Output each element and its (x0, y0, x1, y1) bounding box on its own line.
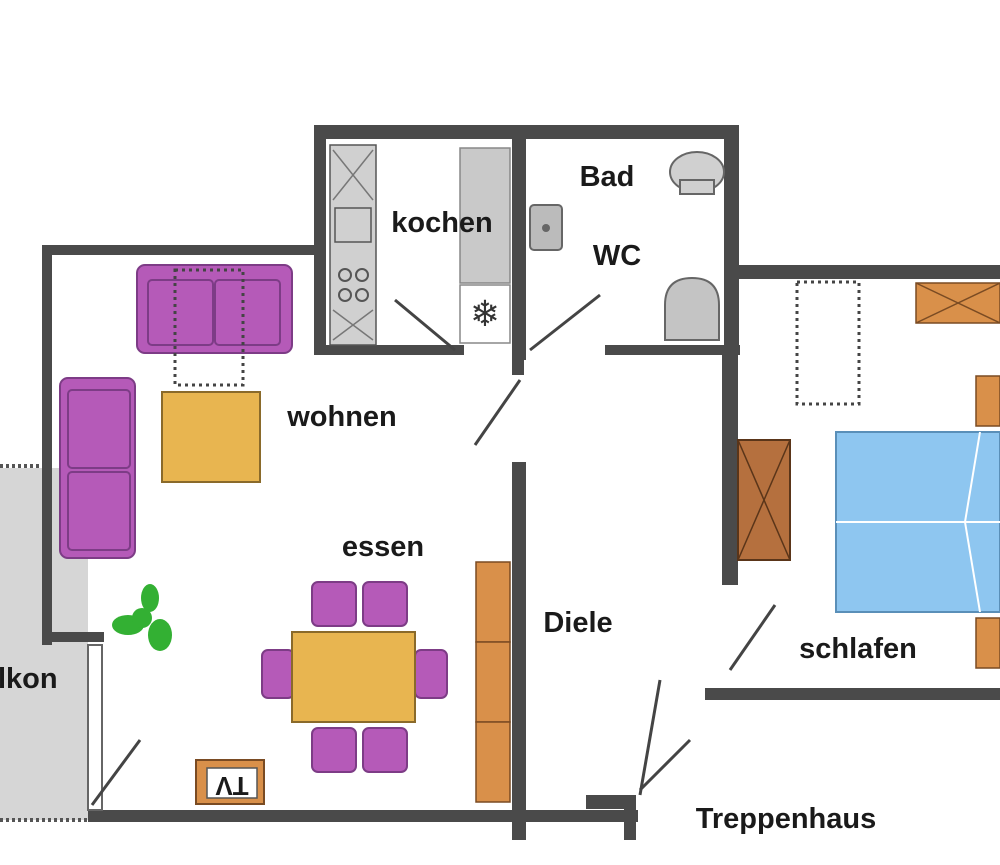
tv: TV (195, 759, 265, 805)
room-label-diele: Diele (543, 607, 612, 639)
kitchen-furniture: ❄ (329, 144, 511, 346)
shelf (475, 561, 511, 803)
room-label-bad: Bad (580, 161, 635, 193)
sofas (59, 264, 293, 559)
room-label-essen: essen (342, 531, 424, 563)
bathroom-fixtures (529, 151, 725, 341)
bedroom-furniture (737, 280, 1000, 669)
room-label-treppenhaus: Treppenhaus (696, 803, 877, 835)
snowflake-icon: ❄ (470, 294, 500, 335)
coffee-table (161, 391, 261, 483)
room-label-wc: WC (593, 240, 641, 272)
doors (90, 293, 777, 806)
room-label-schlafen: schlafen (799, 633, 917, 665)
dining-set (261, 581, 448, 773)
room-label-wohnen: wohnen (286, 401, 397, 433)
room-label-balkon: lkon (0, 663, 58, 695)
room-label-kochen: kochen (391, 207, 493, 239)
walls (42, 125, 1000, 840)
plant-icon (112, 584, 172, 651)
tv-label: TV (215, 771, 249, 801)
